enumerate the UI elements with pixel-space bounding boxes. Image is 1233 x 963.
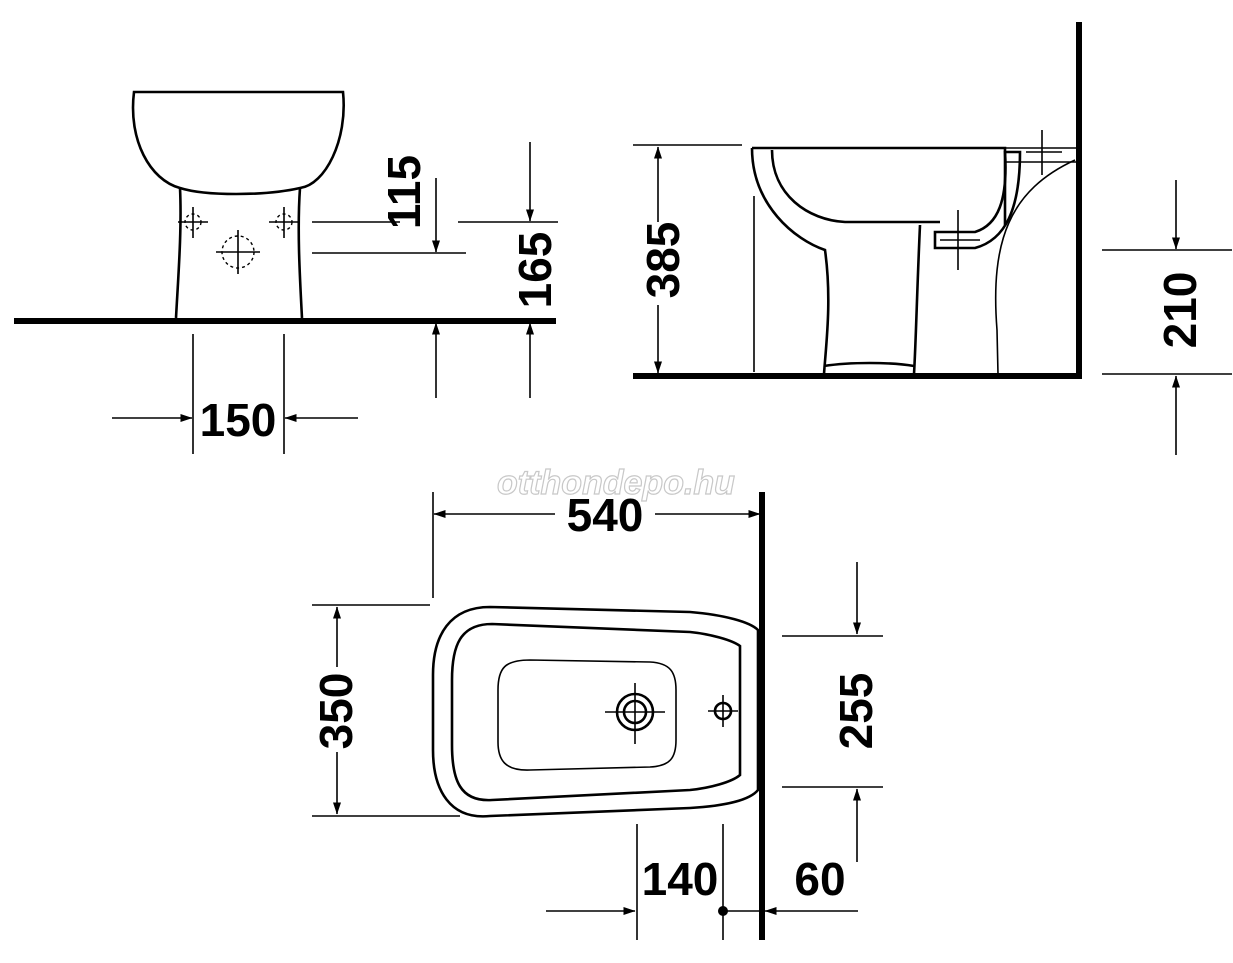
top-basin-outline bbox=[497, 659, 677, 771]
side-rear-outline bbox=[994, 159, 1076, 375]
front-left-bolt-hole bbox=[178, 207, 208, 238]
dim-label-385: 385 bbox=[637, 222, 689, 299]
dim-label-540: 540 bbox=[567, 489, 644, 541]
front-right-bolt-hole bbox=[269, 207, 299, 238]
top-drain-hole bbox=[605, 683, 665, 744]
side-bowl-outline bbox=[750, 146, 1007, 375]
top-tap-hole bbox=[708, 695, 738, 727]
front-bowl-outline bbox=[131, 90, 345, 196]
dim-label-140: 140 bbox=[642, 853, 719, 905]
dim-label-60: 60 bbox=[794, 853, 845, 905]
front-view: 150 115 165 bbox=[14, 90, 561, 454]
watermark-text: otthondepo.hu bbox=[497, 464, 735, 502]
top-rim-outline bbox=[450, 622, 742, 802]
top-reference-dot bbox=[718, 906, 728, 916]
side-internal-channel bbox=[933, 150, 1022, 250]
front-drain-hole bbox=[216, 230, 260, 274]
side-view: 385 210 bbox=[633, 22, 1232, 455]
dim-label-350: 350 bbox=[310, 673, 362, 750]
dim-label-255: 255 bbox=[830, 673, 882, 750]
top-view: 540 350 255 140 60 bbox=[310, 489, 883, 940]
dim-label-165: 165 bbox=[509, 232, 561, 309]
dim-label-210: 210 bbox=[1154, 272, 1206, 349]
front-pedestal-outline bbox=[174, 187, 304, 319]
dim-label-150: 150 bbox=[200, 394, 277, 446]
top-outer-outline bbox=[431, 605, 760, 818]
dim-label-115: 115 bbox=[378, 155, 430, 229]
